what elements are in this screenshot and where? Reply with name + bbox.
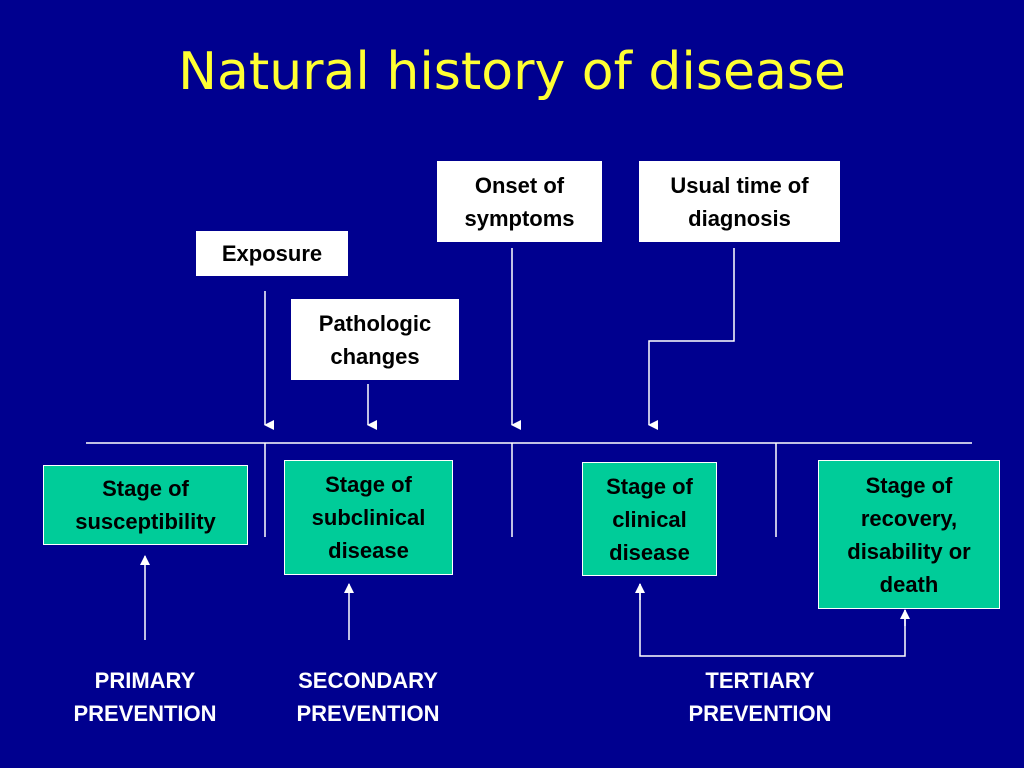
diagnosis-box: Usual time of diagnosis bbox=[639, 161, 840, 242]
stage-susceptibility-box: Stage of susceptibility bbox=[43, 465, 248, 545]
stage-subclinical-box: Stage of subclinical disease bbox=[284, 460, 453, 575]
stage-clinical-box: Stage of clinical disease bbox=[582, 462, 717, 576]
primary-prevention-label: PRIMARY PREVENTION bbox=[73, 668, 217, 726]
onset-of-symptoms-box: Onset of symptoms bbox=[437, 161, 602, 242]
secondary-prevention-label: SECONDARY PREVENTION bbox=[296, 668, 440, 726]
exposure-box: Exposure bbox=[196, 231, 348, 276]
stage-recovery-box: Stage of recovery, disability or death bbox=[818, 460, 1000, 609]
tertiary-prevention-arrow bbox=[639, 584, 906, 657]
tertiary-prevention-label: TERTIARY PREVENTION bbox=[688, 668, 832, 726]
diagnosis-arrow bbox=[648, 248, 735, 430]
slide-title: Natural history of disease bbox=[178, 42, 846, 102]
pathologic-changes-box: Pathologic changes bbox=[291, 299, 459, 380]
